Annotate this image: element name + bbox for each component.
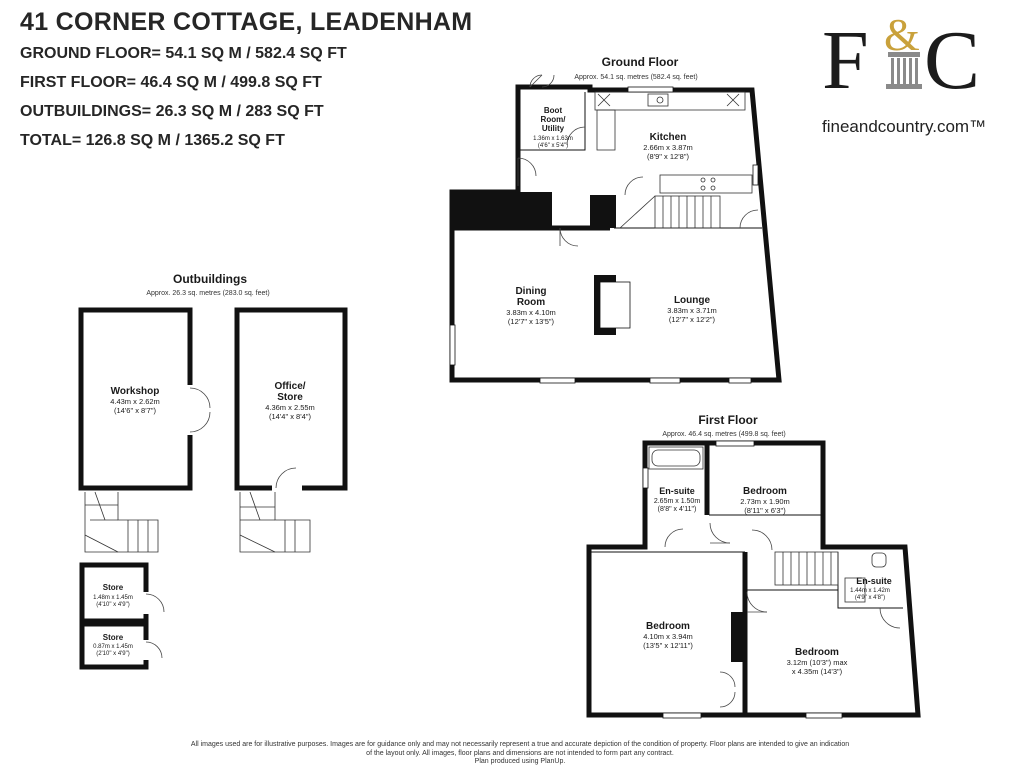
first-floor-plan: First Floor Approx. 46.4 sq. metres (499… — [586, 413, 921, 719]
ground-floor-outline — [449, 84, 782, 383]
bedroom-2-label: Bedroom 4.10m x 3.94m (13'5" x 12'11") — [643, 621, 693, 650]
svg-text:0.87m x 1.45m: 0.87m x 1.45m — [93, 644, 133, 650]
ground-floor-area: GROUND FLOOR= 54.1 SQ M / 582.4 SQ FT — [20, 45, 347, 62]
kitchen-label: Kitchen 2.66m x 3.87m (8'9" x 12'8") — [643, 132, 693, 161]
bath — [648, 446, 704, 470]
boot-room-label: Boot Room/ Utility 1.36m x 1.63m (4'6" x… — [533, 106, 573, 149]
first-floor-heading: First Floor — [698, 413, 758, 427]
logo-letter-f: F — [822, 14, 869, 103]
svg-text:Room/: Room/ — [541, 115, 567, 124]
ground-floor-doors — [517, 74, 759, 247]
svg-text:x 4.35m (14'3"): x 4.35m (14'3") — [792, 667, 843, 676]
lounge-label: Lounge 3.83m x 3.71m (12'7" x 12'2") — [667, 295, 717, 324]
svg-text:Workshop: Workshop — [111, 386, 160, 397]
column-icon — [886, 52, 922, 89]
svg-text:Bedroom: Bedroom — [646, 621, 690, 632]
workshop-label: Workshop 4.43m x 2.62m (14'6" x 8'7") — [110, 386, 160, 415]
svg-text:Store: Store — [277, 392, 303, 403]
first-floor-area: FIRST FLOOR= 46.4 SQ M / 499.8 SQ FT — [20, 74, 322, 91]
svg-text:(2'10" x 4'9"): (2'10" x 4'9") — [96, 651, 130, 657]
svg-text:Lounge: Lounge — [674, 295, 711, 306]
disclaimer-line-1: All images used are for illustrative pur… — [190, 741, 850, 748]
ground-floor-area-note: Approx. 54.1 sq. metres (582.4 sq. feet) — [574, 74, 697, 81]
svg-text:Bedroom: Bedroom — [795, 647, 839, 658]
outbuildings-plan: Outbuildings Approx. 26.3 sq. metres (28… — [78, 272, 348, 670]
logo-letter-c: C — [924, 14, 980, 103]
svg-text:4.10m x 3.94m: 4.10m x 3.94m — [643, 632, 693, 641]
first-floor-staircase — [774, 551, 839, 586]
outbuildings-area: OUTBUILDINGS= 26.3 SQ M / 283 SQ FT — [20, 103, 324, 120]
svg-text:Store: Store — [103, 633, 124, 642]
svg-text:1.44m x 1.42m: 1.44m x 1.42m — [850, 588, 890, 594]
svg-text:(13'5" x 12'11"): (13'5" x 12'11") — [643, 641, 693, 650]
svg-text:3.12m (10'3") max: 3.12m (10'3") max — [787, 658, 848, 667]
website-url[interactable]: fineandcountry.com™ — [822, 117, 987, 136]
svg-text:Bedroom: Bedroom — [743, 486, 787, 497]
logo-ampersand: & — [884, 9, 920, 60]
disclaimer: All images used are for illustrative pur… — [150, 741, 890, 767]
svg-text:(14'4" x 8'4"): (14'4" x 8'4") — [269, 412, 311, 421]
svg-text:Room: Room — [517, 297, 545, 308]
svg-text:2.73m x 1.90m: 2.73m x 1.90m — [740, 497, 790, 506]
total-area: TOTAL= 126.8 SQ M / 1365.2 SQ FT — [20, 132, 285, 149]
svg-text:4.43m x 2.62m: 4.43m x 2.62m — [110, 397, 160, 406]
store1-label: Store 1.48m x 1.45m (4'10" x 4'9") — [93, 583, 133, 608]
svg-text:(8'11" x 6'3"): (8'11" x 6'3") — [744, 506, 786, 515]
svg-text:(8'9" x 12'8"): (8'9" x 12'8") — [647, 152, 689, 161]
first-floor-doors — [664, 522, 901, 708]
ground-floor-plan: Ground Floor Approx. 54.1 sq. metres (58… — [449, 55, 782, 384]
svg-text:(4'6" x 5'4"): (4'6" x 5'4") — [538, 143, 568, 149]
svg-text:Kitchen: Kitchen — [650, 132, 687, 143]
bedroom-3-label: Bedroom 3.12m (10'3") max x 4.35m (14'3"… — [787, 647, 848, 676]
workshop-stairs — [84, 491, 159, 553]
office-store-label: Office/ Store 4.36m x 2.55m (14'4" x 8'4… — [265, 381, 315, 421]
svg-text:(8'8" x 4'11"): (8'8" x 4'11") — [658, 506, 697, 513]
ground-floor-heading: Ground Floor — [602, 55, 679, 69]
outbuildings-area-note: Approx. 26.3 sq. metres (283.0 sq. feet) — [146, 290, 269, 297]
first-floor-area-note: Approx. 46.4 sq. metres (499.8 sq. feet) — [662, 431, 785, 438]
chimney-breast — [452, 192, 552, 228]
ensuite-1-label: En-suite 2.65m x 1.50m (8'8" x 4'11") — [654, 486, 700, 513]
svg-text:En-suite: En-suite — [856, 576, 892, 586]
disclaimer-line-3: Plan produced using PlanUp. — [474, 758, 566, 765]
svg-text:(14'6" x 8'7"): (14'6" x 8'7") — [114, 406, 156, 415]
first-floor-chimney — [731, 612, 744, 662]
svg-text:(4'9" x 4'8"): (4'9" x 4'8") — [855, 595, 885, 601]
ensuite-2-label: En-suite 1.44m x 1.42m (4'9" x 4'8") — [850, 576, 892, 601]
svg-text:En-suite: En-suite — [659, 486, 695, 496]
svg-text:Boot: Boot — [544, 106, 563, 115]
svg-text:Utility: Utility — [542, 124, 565, 133]
svg-text:Office/: Office/ — [274, 381, 305, 392]
store2-label: Store 0.87m x 1.45m (2'10" x 4'9") — [93, 633, 133, 657]
bedroom-1-label: Bedroom 2.73m x 1.90m (8'11" x 6'3") — [740, 486, 790, 515]
svg-text:4.36m x 2.55m: 4.36m x 2.55m — [265, 403, 315, 412]
office-stairs — [239, 491, 311, 553]
svg-text:2.65m x 1.50m: 2.65m x 1.50m — [654, 498, 700, 505]
first-floor-outline — [586, 440, 921, 718]
svg-text:3.83m x 4.10m: 3.83m x 4.10m — [506, 308, 556, 317]
ensuite-fixtures — [844, 552, 887, 603]
property-title: 41 CORNER COTTAGE, LEADENHAM — [20, 8, 473, 36]
svg-text:2.66m x 3.87m: 2.66m x 3.87m — [643, 143, 693, 152]
svg-text:Store: Store — [103, 583, 124, 592]
outbuildings-heading: Outbuildings — [173, 272, 247, 286]
svg-text:1.48m x 1.45m: 1.48m x 1.45m — [93, 595, 133, 601]
fine-and-country-logo: F C & — [822, 9, 980, 103]
svg-text:(12'7" x 13'5"): (12'7" x 13'5") — [508, 317, 555, 326]
svg-text:(12'7" x 12'2"): (12'7" x 12'2") — [669, 315, 716, 324]
svg-text:Dining: Dining — [515, 286, 546, 297]
dining-room-label: Dining Room 3.83m x 4.10m (12'7" x 13'5"… — [506, 286, 556, 326]
svg-text:3.83m x 3.71m: 3.83m x 3.71m — [667, 306, 717, 315]
store1-outline — [79, 562, 149, 624]
disclaimer-line-2: of the layout only. All images, floor pl… — [366, 749, 674, 757]
staircase — [619, 195, 721, 229]
svg-text:(4'10" x 4'9"): (4'10" x 4'9") — [96, 602, 130, 608]
svg-text:1.36m x 1.63m: 1.36m x 1.63m — [533, 136, 573, 142]
